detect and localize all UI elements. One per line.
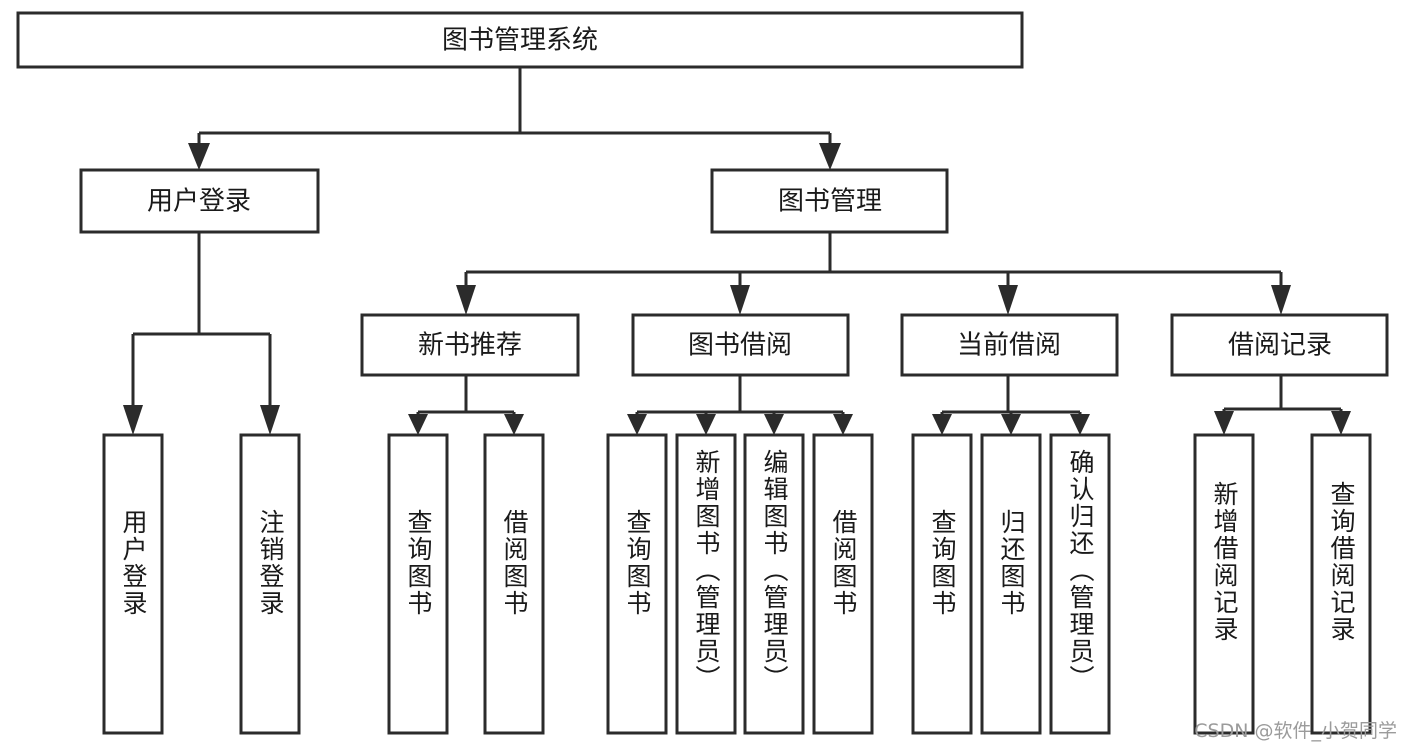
leaf-add-record-box[interactable] (1193, 433, 1255, 735)
leaf-query-book-2-box[interactable] (606, 433, 668, 735)
node-root[interactable]: 图书管理系统 (16, 11, 1024, 69)
node-borrow-record-box[interactable] (1170, 313, 1389, 377)
node-current-borrow-label: 当前借阅 (957, 331, 1061, 361)
node-book-borrow[interactable]: 图书借阅 (631, 313, 850, 377)
leaf-query-book-3-box[interactable] (911, 433, 973, 735)
arrow-head-leaf-add-record (1214, 411, 1234, 435)
node-user-login-box[interactable] (79, 168, 320, 234)
arrow-head-leaf-query-book-2 (627, 414, 647, 435)
arrow-head-book-manage (819, 143, 841, 170)
arrow-head-user-login (188, 143, 210, 170)
arrow-head-leaf-confirm-return (1070, 414, 1090, 435)
arrow-head-leaf-logout (260, 405, 280, 435)
leaf-logout-box[interactable] (239, 433, 301, 735)
arrow-head-leaf-return-book (1001, 414, 1021, 435)
arrow-head-new-book-rec (456, 285, 476, 315)
node-new-book-rec[interactable]: 新书推荐 (360, 313, 580, 377)
leaf-borrow-book-1-box[interactable] (483, 433, 545, 735)
node-root-label: 图书管理系统 (442, 26, 598, 56)
node-user-login-label: 用户登录 (147, 187, 251, 217)
arrow-head-leaf-query-book-3 (932, 414, 952, 435)
arrow-head-borrow-record (1271, 285, 1291, 315)
node-user-login[interactable]: 用户登录 (79, 168, 320, 234)
node-new-book-rec-box[interactable] (360, 313, 580, 377)
arrow-head-book-borrow (730, 285, 750, 315)
node-current-borrow-box[interactable] (900, 313, 1119, 377)
arrow-head-leaf-edit-book (764, 414, 784, 435)
leaf-query-book-1-box[interactable] (387, 433, 449, 735)
node-borrow-record-label: 借阅记录 (1228, 331, 1332, 361)
leaf-user-login-box[interactable] (102, 433, 164, 735)
node-book-borrow-box[interactable] (631, 313, 850, 377)
arrow-head-leaf-query-book-1 (408, 414, 428, 435)
node-book-borrow-label: 图书借阅 (688, 331, 792, 361)
node-book-manage[interactable]: 图书管理 (710, 168, 949, 234)
arrow-head-leaf-add-book (696, 414, 716, 435)
leaf-add-book-box[interactable] (675, 433, 737, 735)
node-new-book-rec-label: 新书推荐 (418, 331, 522, 361)
arrow-head-current-borrow (998, 285, 1018, 315)
connector-group (123, 67, 1351, 435)
leaf-query-record-box[interactable] (1310, 433, 1372, 735)
arrow-head-leaf-borrow-book-2 (833, 414, 853, 435)
leaf-edit-book-box[interactable] (743, 433, 805, 735)
leaf-confirm-return-box[interactable] (1049, 433, 1111, 735)
node-root-box[interactable] (16, 11, 1024, 69)
leaf-borrow-book-2-box[interactable] (812, 433, 874, 735)
node-book-manage-box[interactable] (710, 168, 949, 234)
arrow-head-leaf-borrow-book-1 (504, 414, 524, 435)
node-current-borrow[interactable]: 当前借阅 (900, 313, 1119, 377)
arrow-head-leaf-user-login (123, 405, 143, 435)
node-book-manage-label: 图书管理 (778, 187, 882, 217)
leaf-return-book-box[interactable] (980, 433, 1042, 735)
arrow-head-leaf-query-record (1331, 411, 1351, 435)
node-borrow-record[interactable]: 借阅记录 (1170, 313, 1389, 377)
